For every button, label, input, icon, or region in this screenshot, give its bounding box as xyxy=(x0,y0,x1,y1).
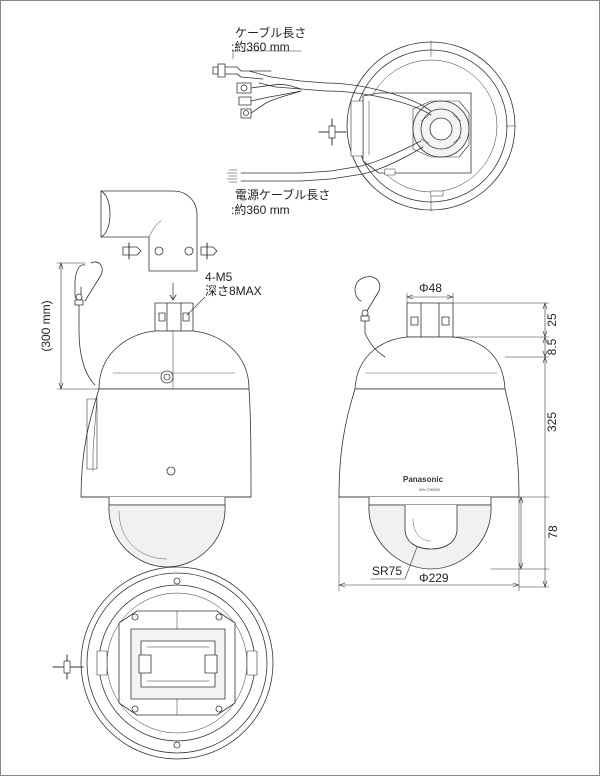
bottom-view xyxy=(52,566,274,760)
dim-8-5: 8.5 xyxy=(545,338,559,356)
screw-spec-label: 4-M5 xyxy=(205,270,233,284)
power-cable-length-label: 電源ケーブル長さ xyxy=(235,188,331,202)
dim-325: 325 xyxy=(545,411,559,433)
dim-body-diameter: Φ229 xyxy=(419,571,449,585)
side-view xyxy=(338,276,550,592)
cable-length-value: :約360 mm xyxy=(231,40,290,54)
model-number: WV-CW590 xyxy=(419,487,440,492)
top-view xyxy=(318,40,516,212)
dim-mount-diameter: Φ48 xyxy=(419,281,442,295)
wall-bracket xyxy=(100,190,218,301)
power-cable-length-value: :約360 mm xyxy=(231,203,290,217)
dim-sr75: SR75 xyxy=(372,564,403,578)
dim-height-300: (300 mm) xyxy=(39,300,53,352)
power-cables xyxy=(226,140,424,183)
screw-depth-label: 深さ8MAX xyxy=(205,284,262,298)
signal-cables xyxy=(212,50,432,119)
front-view xyxy=(56,261,252,568)
cable-length-label: ケーブル長さ xyxy=(235,26,307,40)
dim-78: 78 xyxy=(546,525,560,539)
brand-logo: Panasonic xyxy=(403,475,444,484)
